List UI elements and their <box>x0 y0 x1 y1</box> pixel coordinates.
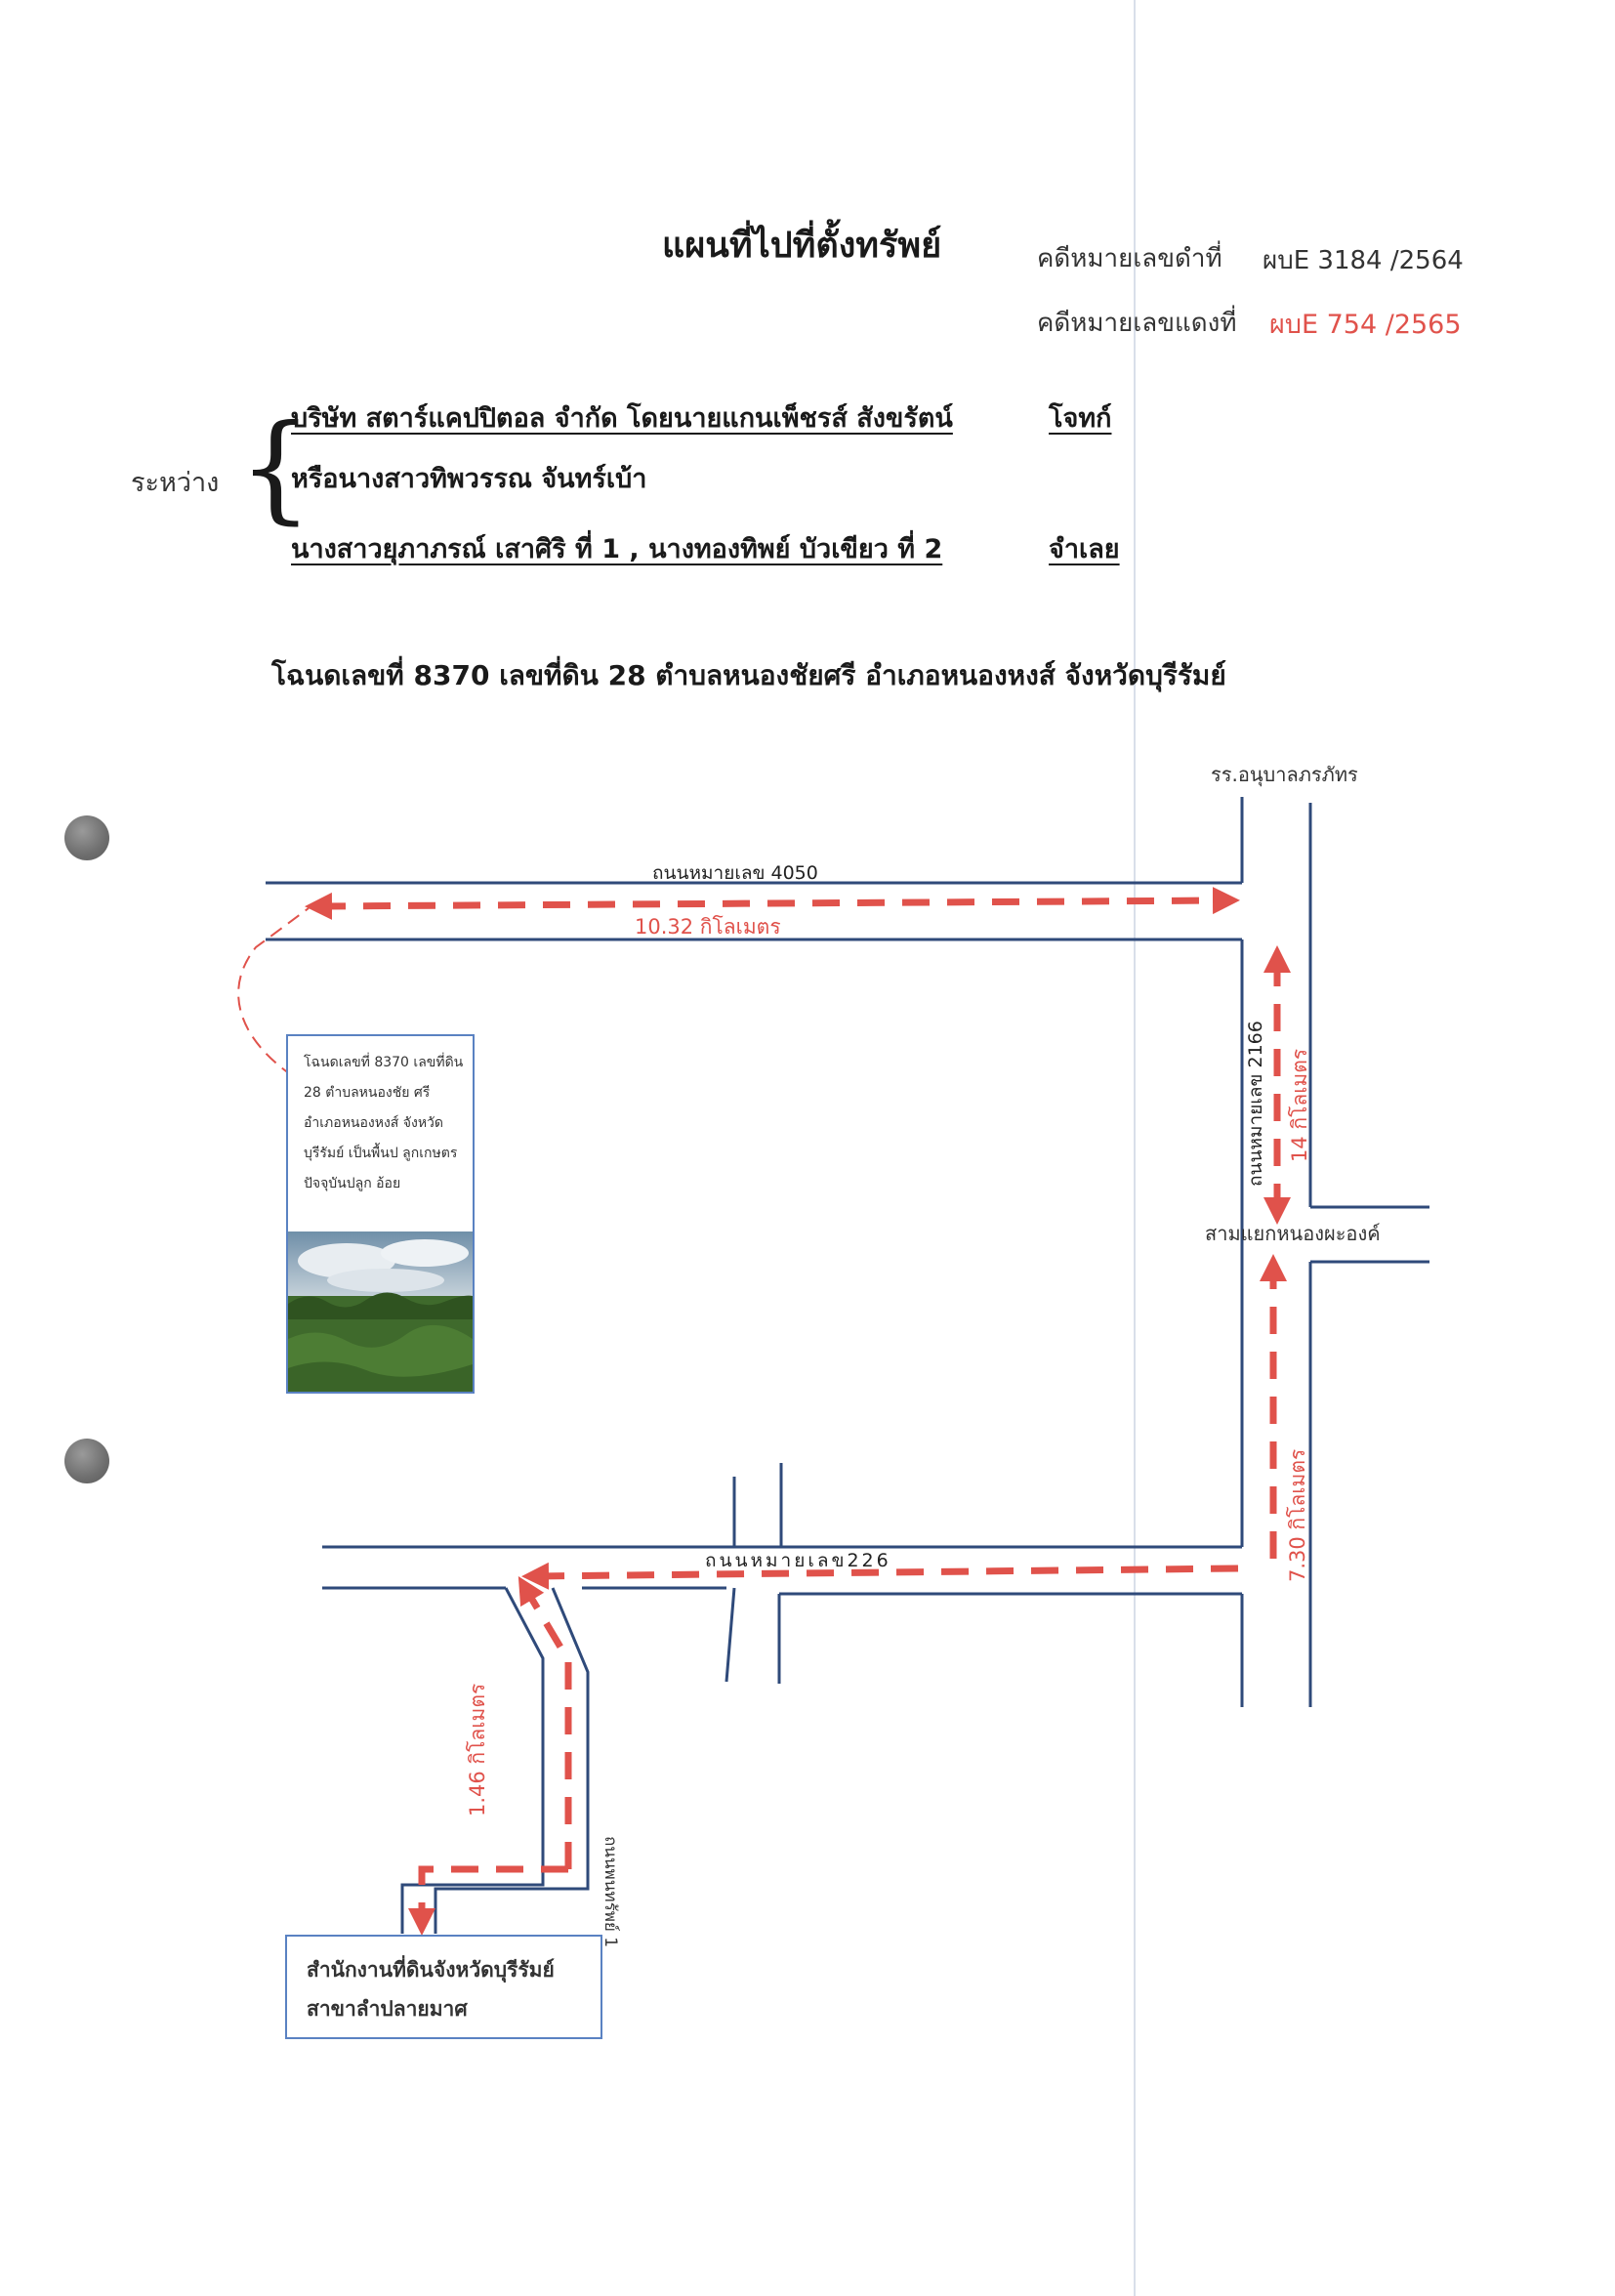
property-photo-box: โฉนดเลขที่ 8370 เลขที่ดิน 28 ตำบลหนองชัย… <box>286 1034 475 1394</box>
office-branch: สาขาลำปลายมาศ <box>307 1997 468 2021</box>
junction-label: สามแยกหนองผะองค์ <box>1205 1222 1381 1245</box>
between-label: ระหว่าง <box>131 468 220 498</box>
office-name: สำนักงานที่ดินจังหวัดบุรีรัมย์ <box>307 1958 555 1982</box>
black-case-label: คดีหมายเลขดำที่ <box>1037 244 1222 273</box>
page-fold-line <box>1134 0 1136 2296</box>
route-segment-to-office <box>408 1865 568 1936</box>
black-case-number: ผบE 3184 /2564 <box>1263 246 1464 275</box>
property-note: โฉนดเลขที่ 8370 เลขที่ดิน 28 ตำบลหนองชัย… <box>304 1055 464 1191</box>
school-label: รร.อนุบาลภรภัทร <box>1211 763 1358 787</box>
local-road-label: ถนนพนทรัพย์ 1 <box>600 1836 620 1947</box>
distance-1-46: 1.46 กิโลเมตร <box>466 1684 489 1816</box>
punch-hole-top <box>64 815 109 860</box>
party-brace: { <box>238 400 313 536</box>
red-case-number: ผบE 754 /2565 <box>1269 310 1462 340</box>
route-path <box>305 887 1291 1936</box>
property-leader-line <box>237 907 310 1077</box>
route-segment-local-road <box>518 1575 572 1869</box>
road-2166-label: ถนนหมายเลข 2166 <box>1245 1021 1266 1187</box>
plaintiff-role: โจทก์ <box>1049 403 1112 434</box>
punch-hole-bottom <box>64 1439 109 1483</box>
red-case-label: คดีหมายเลขแดงที่ <box>1037 309 1237 338</box>
cross-road-west-south <box>725 1587 736 1683</box>
road-226-label: ถนนหมายเลข226 <box>705 1550 891 1571</box>
road-network <box>266 797 1429 1934</box>
road-4050-label: ถนนหมายเลข 4050 <box>652 862 818 884</box>
page-title: แผนที่ไปที่ตั้งทรัพย์ <box>662 226 942 266</box>
deed-description: โฉนดเลขที่ 8370 เลขที่ดิน 28 ตำบลหนองชัย… <box>271 659 1226 691</box>
land-office-box: สำนักงานที่ดินจังหวัดบุรีรัมย์ สาขาลำปลา… <box>285 1935 602 2039</box>
local-road-east-edge <box>434 1587 590 1934</box>
property-photo <box>288 1231 473 1392</box>
route-segment-226 <box>521 1562 1239 1590</box>
local-road-west-edge <box>400 1587 545 1934</box>
distance-7-30: 7.30 กิโลเมตร <box>1286 1449 1309 1582</box>
defendant-role: จำเลย <box>1049 534 1120 564</box>
distance-2166: 14 กิโลเมตร <box>1288 1049 1311 1162</box>
defendant-line: นางสาวยุภาภรณ์ เสาศิริ ที่ 1 , นางทองทิพ… <box>291 534 943 564</box>
plaintiff-alt-line: หรือนางสาวทิพวรรณ จันทร์เบ้า <box>291 464 647 494</box>
plaintiff-line: บริษัท สตาร์แคปปิตอล จำกัด โดยนายแกนเพ็ช… <box>291 403 953 434</box>
distance-4050: 10.32 กิโลเมตร <box>635 915 781 939</box>
route-segment-4050 <box>305 887 1240 920</box>
